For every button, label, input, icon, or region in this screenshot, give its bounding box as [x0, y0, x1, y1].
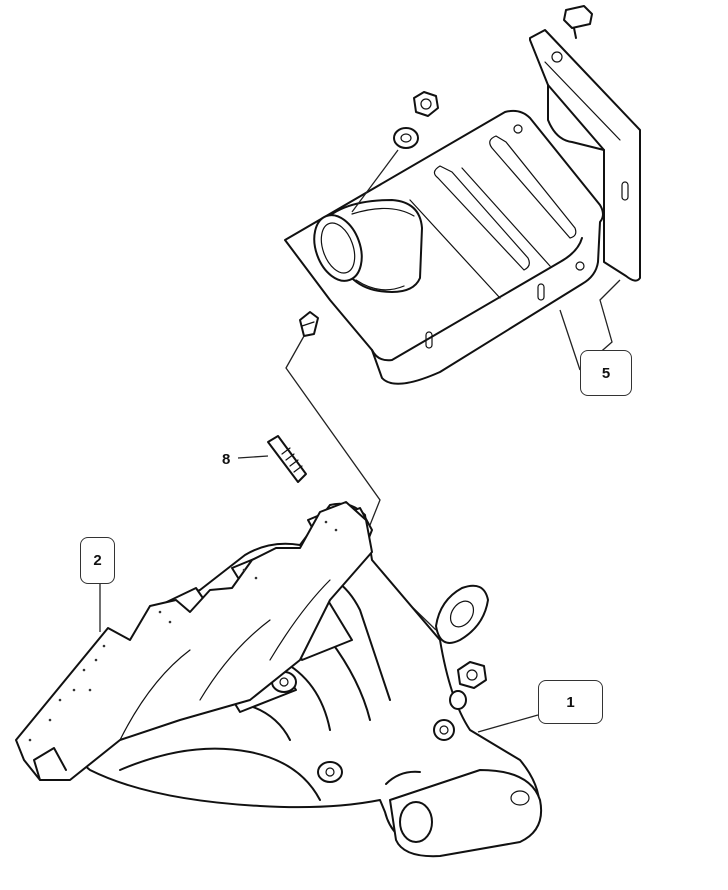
outlet-gasket: [435, 584, 489, 644]
callout-gasket: 2: [80, 537, 115, 584]
leader-5b: [559, 309, 581, 371]
manifold-gasket: [15, 501, 373, 781]
heat-shield: [284, 29, 641, 385]
upper-stud: [299, 311, 319, 337]
label-stud: 8: [222, 451, 231, 468]
nut: [413, 91, 439, 117]
bolt: [563, 5, 593, 39]
stud: [237, 435, 307, 483]
outlet-nut: [457, 661, 487, 689]
callout-manifold: 1: [538, 680, 603, 724]
callout-heat-shield: 5: [580, 350, 632, 396]
washer: [351, 127, 419, 213]
leader-1: [477, 714, 539, 733]
